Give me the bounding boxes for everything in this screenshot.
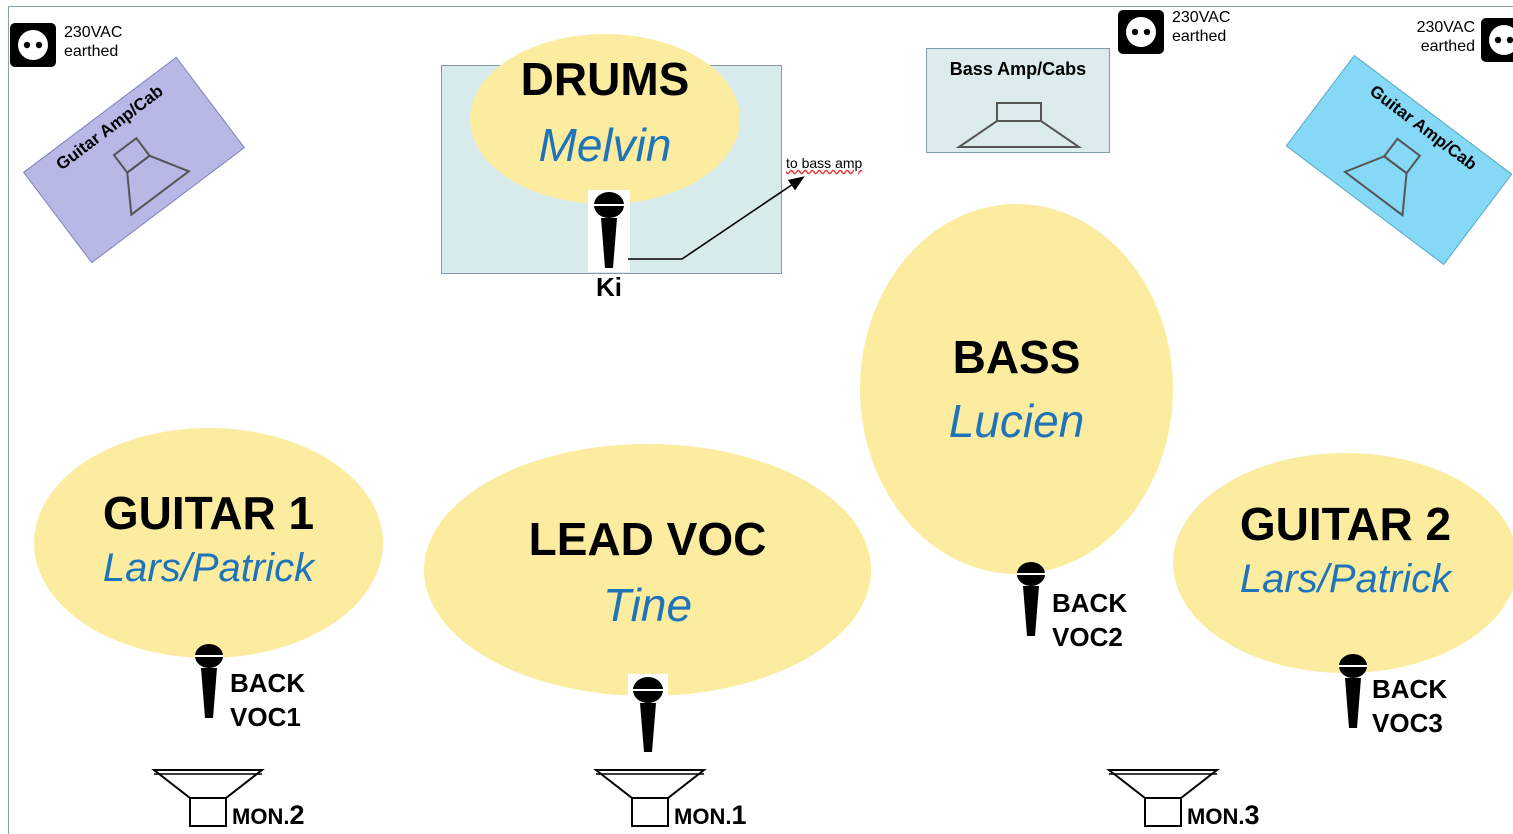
- mic-icon: [195, 644, 223, 718]
- guitar-amp-right: Guitar Amp/Cab: [1285, 54, 1513, 266]
- musician-name: Lucien: [948, 395, 1085, 447]
- monitor-number: 2: [289, 800, 305, 830]
- mic-icon: [588, 190, 630, 272]
- musician-name: Lars/Patrick: [102, 546, 315, 590]
- musician-bass: BASS Lucien: [860, 204, 1173, 574]
- speaker-cab-icon: [955, 102, 1083, 148]
- mic-icon: [1017, 562, 1045, 636]
- role-label: GUITAR 1: [102, 487, 315, 539]
- power-socket-icon: [1481, 18, 1513, 62]
- socket-right: 230VAC earthed: [1405, 18, 1513, 64]
- monitor-prefix: MON.: [674, 804, 732, 829]
- socket-earth-label: earthed: [64, 43, 119, 60]
- bass-amp-cabs: Bass Amp/Cabs: [926, 48, 1110, 153]
- role-label: BASS: [952, 331, 1081, 383]
- socket-voltage-label: 230VAC: [64, 24, 123, 41]
- back-voc-3-label: BACK VOC3: [1372, 672, 1447, 740]
- monitor-3-label: MON.3: [1187, 800, 1259, 831]
- monitor-1-label: MON.1: [674, 800, 746, 831]
- role-label: LEAD VOC: [528, 513, 767, 565]
- musician-drums: DRUMS Melvin: [470, 34, 740, 204]
- socket-earth-label: earthed: [1420, 38, 1475, 55]
- speaker-cab-icon: [112, 136, 191, 217]
- speaker-cab-icon: [1342, 137, 1422, 218]
- mic-label-line: VOC3: [1372, 708, 1443, 738]
- monitor-number: 1: [731, 800, 747, 830]
- mic-label-line: VOC2: [1052, 622, 1123, 652]
- mic-label-line: BACK: [1372, 674, 1448, 704]
- socket-voltage-label: 230VAC: [1172, 9, 1231, 26]
- back-voc-1-label: BACK VOC1: [230, 666, 305, 734]
- stage-area: [8, 6, 1513, 834]
- mic-label-line: BACK: [1052, 588, 1128, 618]
- monitor-prefix: MON.: [1187, 804, 1245, 829]
- mic-icon: [628, 674, 668, 756]
- monitor-prefix: MON.: [232, 804, 290, 829]
- role-label: DRUMS: [520, 53, 690, 105]
- kick-mic-label: Ki: [596, 272, 622, 302]
- socket-middle: 230VAC earthed: [1118, 8, 1248, 54]
- musician-guitar-1: GUITAR 1 Lars/Patrick: [34, 428, 383, 658]
- monitor-number: 3: [1244, 800, 1260, 830]
- mic-icon: [1339, 654, 1367, 728]
- monitor-wedge-icon: [151, 769, 265, 827]
- socket-voltage-label: 230VAC: [1416, 19, 1475, 36]
- socket-earth-label: earthed: [1172, 28, 1227, 45]
- bass-amp-label: Bass Amp/Cabs: [949, 59, 1087, 79]
- musician-name: Lars/Patrick: [1239, 557, 1452, 601]
- guitar-amp-left: Guitar Amp/Cab: [23, 56, 245, 264]
- musician-name: Melvin: [538, 119, 672, 171]
- monitor-wedge-icon: [593, 769, 707, 827]
- musician-guitar-2: GUITAR 2 Lars/Patrick: [1173, 453, 1513, 673]
- role-label: GUITAR 2: [1239, 498, 1452, 550]
- monitor-wedge-icon: [1106, 769, 1220, 827]
- power-socket-icon: [1118, 10, 1164, 54]
- mic-label-line: BACK: [230, 668, 306, 698]
- back-voc-2-label: BACK VOC2: [1052, 586, 1127, 654]
- socket-left: 230VAC earthed: [10, 23, 140, 67]
- route-note: to bass amp: [786, 155, 863, 171]
- mic-label-line: VOC1: [230, 702, 301, 732]
- musician-name: Tine: [602, 579, 693, 631]
- monitor-2-label: MON.2: [232, 800, 304, 831]
- musician-lead-voc: LEAD VOC Tine: [424, 444, 871, 696]
- power-socket-icon: [10, 23, 56, 67]
